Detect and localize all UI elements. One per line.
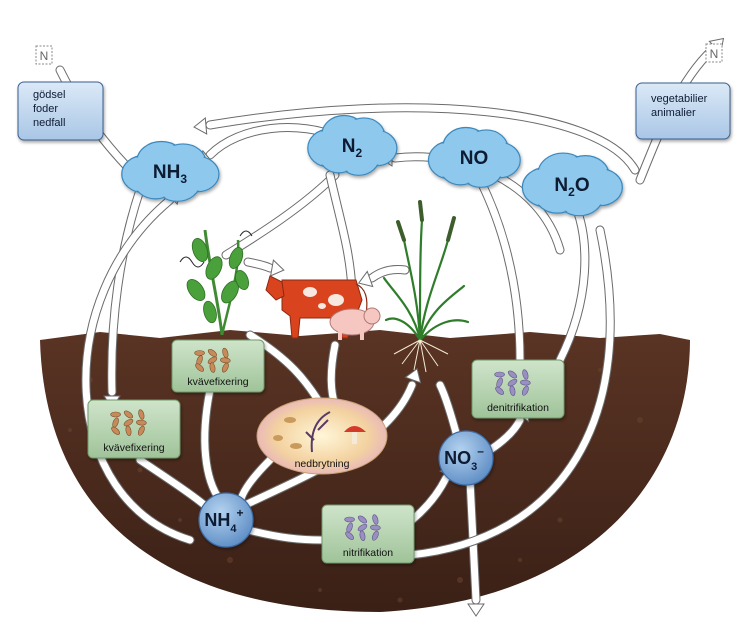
arrow-nh4-to-nitrif bbox=[243, 525, 327, 545]
process-nitrification: nitrifikation bbox=[321, 504, 415, 564]
gas-cloud-no-label: NO bbox=[460, 148, 489, 169]
arrow-nh3-to-soil-fix bbox=[107, 185, 145, 397]
svg-text:N: N bbox=[710, 47, 719, 61]
process-fixation-soil: kvävefixering bbox=[87, 399, 181, 459]
process-denitrification: denitrifikation bbox=[471, 359, 565, 419]
nitrogen-symbol-in: N bbox=[35, 45, 53, 65]
legume-plant bbox=[179, 229, 253, 336]
nitrogen-symbol-out: N bbox=[705, 43, 723, 63]
input-line-1: gödsel bbox=[33, 89, 65, 101]
output-line-2: animalier bbox=[651, 107, 696, 119]
process-denitrification-label: denitrifikation bbox=[487, 402, 549, 414]
ion-nh4: NH4+ bbox=[198, 492, 254, 548]
arrowhead-top-loop bbox=[193, 117, 208, 135]
ion-no3: NO3– bbox=[438, 430, 494, 486]
gas-cloud-n2o-label: N2O bbox=[554, 175, 589, 199]
process-nitrification-label: nitrifikation bbox=[343, 547, 393, 559]
ion-nh4-label: NH4+ bbox=[204, 506, 243, 535]
process-fixation-soil-label: kvävefixering bbox=[103, 442, 164, 454]
output-line-1: vegetabilier bbox=[651, 93, 708, 105]
gas-cloud-n2-label: N2 bbox=[342, 136, 363, 160]
arrowhead-grass-cow bbox=[357, 270, 374, 288]
arrow-left-outer bbox=[81, 195, 195, 545]
input-box bbox=[17, 81, 104, 141]
process-fixation-plant-label: kvävefixering bbox=[187, 376, 248, 388]
gas-cloud-no: NO bbox=[427, 126, 521, 188]
arrow-grass-to-cow bbox=[367, 265, 410, 283]
process-fixation-plant: kvävefixering bbox=[171, 339, 265, 393]
soil-bowl bbox=[40, 330, 690, 612]
gas-cloud-n2: N2 bbox=[307, 114, 398, 176]
arrowhead-plant-cow bbox=[269, 259, 285, 277]
svg-text:N: N bbox=[40, 49, 49, 63]
arrow-nitrif-to-no3 bbox=[407, 473, 451, 525]
process-nitrification-bacteria bbox=[344, 514, 381, 541]
gas-cloud-nh3-label: NH3 bbox=[153, 162, 187, 186]
arrow-n2-to-cow bbox=[325, 170, 357, 295]
arrowhead-nh4-grass bbox=[404, 367, 422, 384]
gas-cloud-n2o: N2O bbox=[521, 152, 623, 217]
input-line-3: nedfall bbox=[33, 117, 65, 129]
arrow-plant-fix-to-nh4 bbox=[200, 385, 225, 505]
arrow-cow-to-deco bbox=[326, 340, 340, 410]
arrow-no3-to-denit bbox=[485, 415, 525, 455]
decomposition-label: nedbrytning bbox=[295, 458, 350, 470]
input-line-2: foder bbox=[33, 103, 58, 115]
grass-plant bbox=[382, 200, 470, 342]
grass-roots bbox=[393, 339, 449, 373]
arrow-denit-to-n2o bbox=[555, 200, 590, 365]
process-fixation-plant-bacteria bbox=[194, 347, 231, 373]
pig bbox=[329, 307, 381, 340]
arrow-denit-to-no bbox=[475, 175, 525, 365]
arrow-nitrif-loop-no bbox=[405, 225, 615, 560]
mushroom-icon bbox=[344, 426, 366, 444]
soil-texture bbox=[68, 368, 643, 603]
decomposition-ellipse: nedbrytning bbox=[256, 397, 388, 475]
gas-cloud-nh3: NH3 bbox=[121, 140, 220, 202]
arrow-n2-to-plant bbox=[221, 170, 340, 260]
arrow-big-loop-top bbox=[205, 103, 640, 175]
arrow-plant-to-cow bbox=[243, 257, 275, 273]
ion-no3-label: NO3– bbox=[444, 444, 484, 473]
process-fixation-soil-bacteria bbox=[110, 409, 147, 436]
process-denitrification-bacteria bbox=[494, 369, 531, 396]
arrowhead-no3-down bbox=[467, 603, 485, 617]
output-box bbox=[635, 82, 731, 140]
